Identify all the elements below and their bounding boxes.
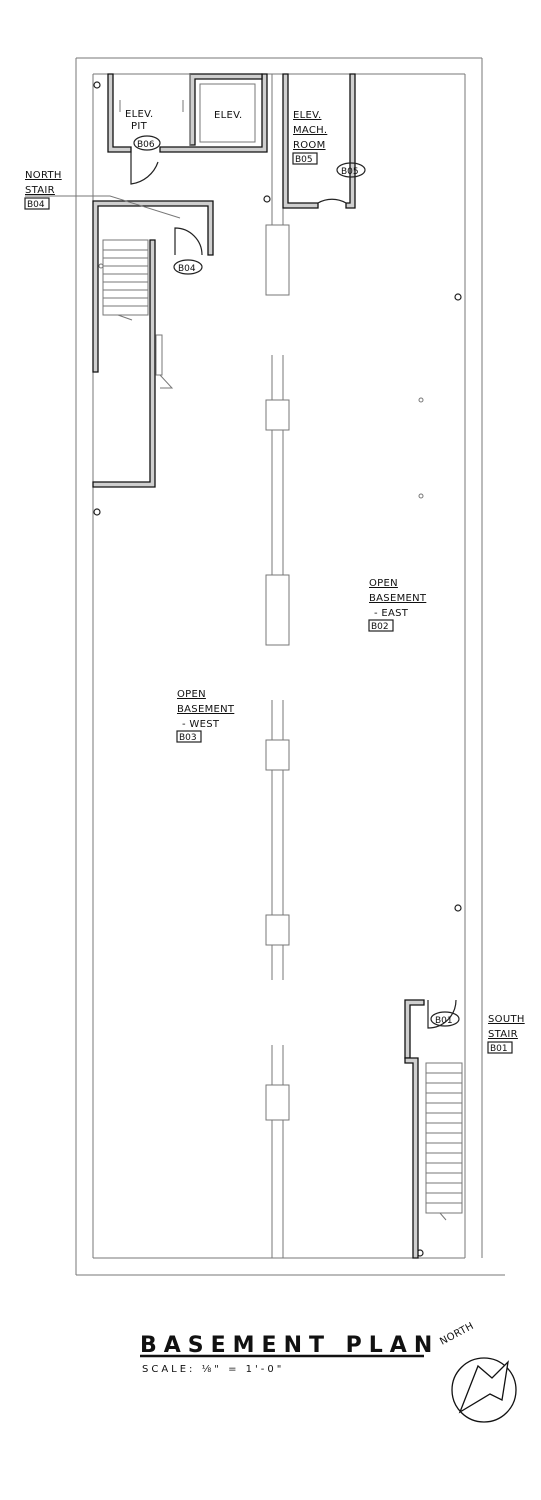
central-column-line [265, 74, 290, 1258]
svg-text:B04: B04 [178, 264, 196, 274]
svg-text:BASEMENT: BASEMENT [177, 704, 235, 715]
svg-text:MACH.: MACH. [293, 125, 327, 136]
svg-text:- WEST: - WEST [182, 719, 220, 730]
south-stair [404, 999, 463, 1259]
title-block: BASEMENT PLAN SCALE: ⅛" = 1'-0" [140, 1333, 439, 1375]
elevator-machine-room [282, 73, 356, 209]
north-stair [92, 200, 214, 488]
svg-text:B05: B05 [295, 155, 313, 165]
svg-text:STAIR: STAIR [25, 185, 55, 196]
elevator-core [107, 73, 268, 185]
svg-text:B02: B02 [371, 622, 389, 632]
svg-text:STAIR: STAIR [488, 1029, 518, 1040]
room-tag-b06 [133, 135, 161, 151]
plan-title: BASEMENT PLAN [140, 1333, 439, 1358]
label-elev-pit: ELEV. PIT B06 [125, 109, 161, 151]
north-label: NORTH [438, 1321, 476, 1348]
room-tag-b01 [430, 1011, 460, 1027]
north-arrow-icon: NORTH [438, 1321, 517, 1423]
svg-text:- EAST: - EAST [374, 608, 409, 619]
svg-text:ELEV.: ELEV. [293, 110, 321, 121]
label-north-stair: NORTH STAIR B04 B04 [24, 170, 203, 275]
svg-text:B04: B04 [27, 200, 45, 210]
svg-text:ELEV.: ELEV. [125, 109, 153, 120]
svg-text:B01: B01 [490, 1044, 508, 1054]
svg-text:ROOM: ROOM [293, 140, 326, 151]
column-markers [93, 81, 462, 1257]
svg-text:BASEMENT: BASEMENT [369, 593, 427, 604]
svg-text:B03: B03 [179, 733, 197, 743]
svg-text:B05: B05 [341, 167, 359, 177]
room-tag-b05 [336, 162, 366, 178]
svg-text:NORTH: NORTH [25, 170, 62, 181]
svg-text:B06: B06 [137, 140, 155, 150]
label-south-stair: SOUTH STAIR B01 B01 [430, 1011, 525, 1054]
svg-text:ELEV.: ELEV. [214, 110, 242, 121]
plan-scale: SCALE: ⅛" = 1'-0" [142, 1364, 284, 1375]
svg-text:OPEN: OPEN [177, 689, 206, 700]
building-outline [75, 57, 505, 1276]
label-elev: ELEV. [214, 110, 242, 121]
svg-text:B01: B01 [435, 1016, 453, 1026]
room-tag-b04 [173, 259, 203, 275]
label-open-basement-west: OPEN BASEMENT - WEST B03 [176, 689, 235, 743]
svg-text:OPEN: OPEN [369, 578, 398, 589]
label-open-basement-east: OPEN BASEMENT - EAST B02 [368, 578, 427, 632]
svg-text:PIT: PIT [131, 121, 148, 132]
label-elev-mach-room: ELEV. MACH. ROOM B05 B05 [292, 110, 366, 178]
svg-text:SOUTH: SOUTH [488, 1014, 525, 1025]
